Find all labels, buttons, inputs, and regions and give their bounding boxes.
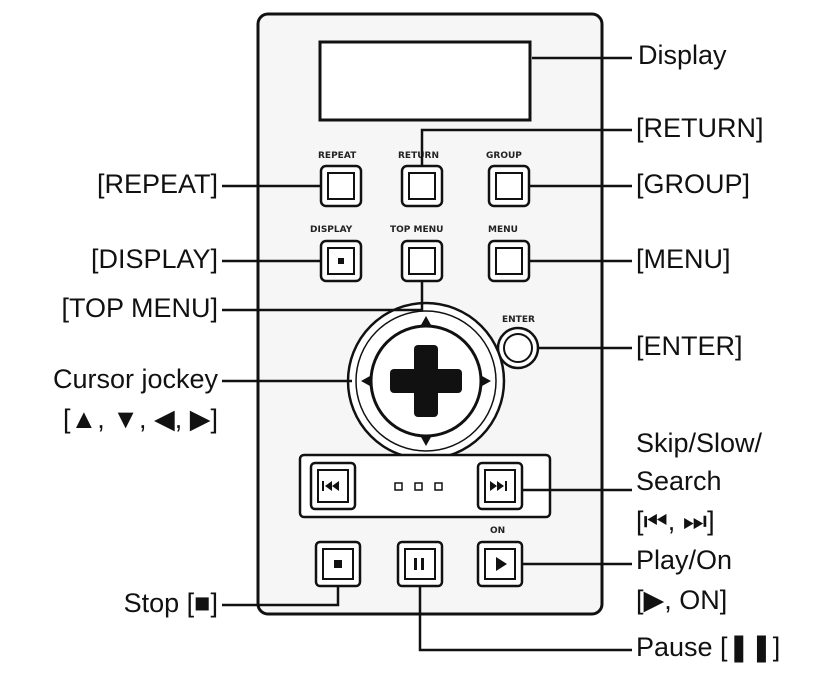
cursor-dot-cross (390, 345, 462, 417)
group-callout: [GROUP] (636, 169, 751, 199)
on-label: ON (490, 526, 505, 536)
play-callout-line1: Play/On (636, 545, 733, 575)
play-icon (496, 557, 507, 571)
skip-forward-icon (490, 481, 507, 491)
enter-button-label: ENTER (502, 315, 535, 325)
indicator-dot (414, 482, 423, 491)
cursor-callout-line1: Cursor jockey (52, 364, 218, 394)
pause-callout: Pause [❚❚] (636, 632, 781, 662)
pause-icon (414, 558, 424, 570)
repeat-button-label: REPEAT (318, 151, 357, 161)
skip-callout-line1: Skip/Slow/ (636, 428, 763, 458)
leader-lines (222, 56, 632, 652)
indicator-dot (394, 482, 403, 491)
play-callout-line2: [▶, ON] (636, 585, 728, 615)
repeat-callout: [REPEAT] (96, 169, 218, 199)
stop-callout: Stop [■] (123, 588, 218, 618)
indicator-dot (434, 482, 443, 491)
cursor-down-arrow (421, 437, 431, 446)
skip-callout-line3: [⏮, ⏭] (636, 506, 715, 536)
display-button-callout: [DISPLAY] (90, 244, 218, 274)
top-menu-button-label: TOP MENU (390, 225, 443, 235)
return-button-label: RETURN (398, 151, 439, 161)
display-button-label: DISPLAY (310, 225, 353, 235)
group-button-label: GROUP (486, 151, 522, 161)
enter-callout: [ENTER] (636, 331, 743, 361)
menu-button-label: MENU (488, 225, 518, 235)
stop-icon (334, 560, 342, 568)
menu-callout: [MENU] (636, 244, 731, 274)
skip-back-icon (322, 481, 339, 491)
top-menu-callout: [TOP MENU] (61, 293, 218, 323)
display-window (318, 40, 532, 122)
display-callout: Display (638, 40, 727, 70)
cursor-left-arrow (361, 376, 370, 386)
cursor-right-arrow (482, 376, 491, 386)
return-callout: [RETURN] (636, 113, 764, 143)
cursor-callout-line2: [▲, ▼, ◀, ▶] (63, 404, 218, 434)
skip-callout-line2: Search (636, 466, 722, 496)
cursor-up-arrow (421, 316, 431, 325)
